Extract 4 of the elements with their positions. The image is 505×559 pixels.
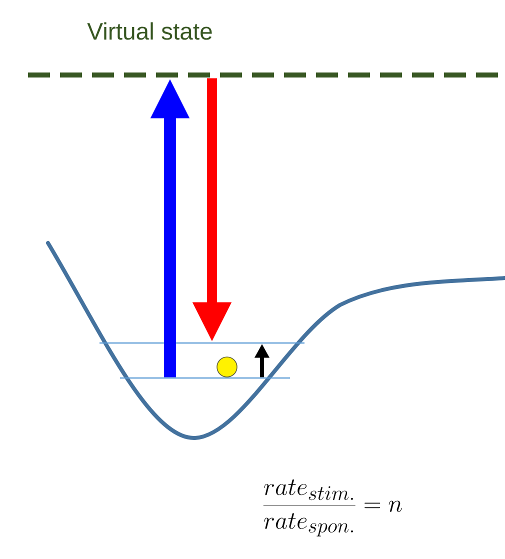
level-label: Virtual state <box>87 22 212 40</box>
energy-level-line <box>120 377 290 379</box>
energy-level-line <box>100 342 304 344</box>
formula: $\frac{rate_{stim.}}{rate_{spon.}} = n$ <box>263 479 402 536</box>
